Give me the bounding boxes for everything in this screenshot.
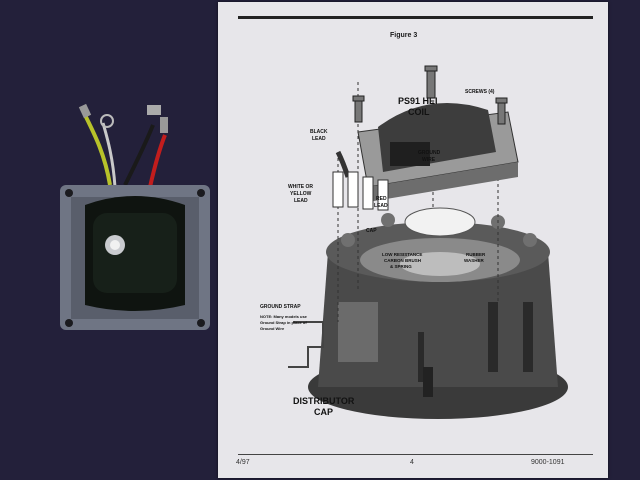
white-lead-label-2: YELLOW [290,191,312,197]
distributor-cap-label: DISTRIBUTOR [293,396,355,406]
ground-wire-label-2: WIRE [422,157,436,163]
washer-label-2: WASHER [464,258,485,263]
brush-label-2: CARBON BRUSH [384,258,421,263]
note-line-1: NOTE: Many models use [260,314,308,319]
screws-label: SCREWS (4) [465,89,495,95]
screws-drawing [352,65,508,125]
note-line-3: Ground Wire [260,326,285,331]
instruction-sheet: Figure 3 [218,2,608,478]
footer-part-number: 9000-1091 [531,459,565,466]
black-lead-label: BLACK [310,129,328,135]
exploded-diagram: PS91 HEI COIL SCREWS (4) BLACK LEAD GROU… [260,65,568,419]
red-lead-label-2: LEAD [374,203,388,209]
cap-label: CAP [366,228,377,234]
footer-date: 4/97 [236,459,250,466]
brush-label-3: & SPRING [390,264,412,269]
distributor-cap-label-2: CAP [314,407,333,417]
ignition-coil-photo [60,103,210,330]
ground-strap-drawing [288,321,324,368]
footer-page-number: 4 [410,459,414,466]
note-line-2: Ground Strap in place of [260,320,307,325]
footer-rule [238,454,593,455]
lead-terminals-drawing [332,150,389,211]
white-lead-label-3: LEAD [294,198,308,204]
rubber-washer-drawing [404,207,476,237]
figure-label: Figure 3 [390,32,418,39]
washer-label: RUBBER [466,252,486,257]
ground-wire-label: GROUND [418,150,441,156]
coil-title-2: COIL [408,107,430,117]
distributor-cap-drawing [308,213,568,419]
white-lead-label: WHITE OR [288,184,313,190]
header-rule [238,16,593,19]
black-lead-label-2: LEAD [312,136,326,142]
brush-label: LOW RESISTANCE [382,252,422,257]
coil-title: PS91 HEI [398,96,438,106]
ground-strap-label: GROUND STRAP [260,304,301,310]
red-lead-label: RED [376,196,387,202]
coil-block-drawing [357,102,519,202]
